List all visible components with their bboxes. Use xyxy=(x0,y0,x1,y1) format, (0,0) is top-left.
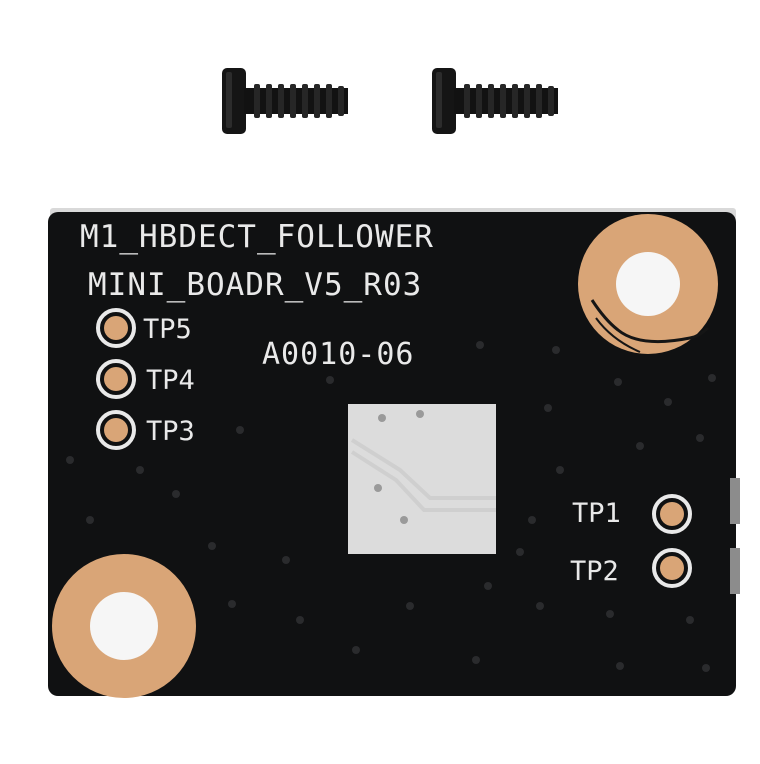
tp3-label: TP3 xyxy=(146,416,195,447)
test-pad-tp3-icon xyxy=(96,410,136,450)
test-pad-tp5-icon xyxy=(96,308,136,348)
tp5-label: TP5 xyxy=(143,314,192,345)
test-pad-tp4-icon xyxy=(96,359,136,399)
screw-right-icon xyxy=(432,68,558,134)
tp2-label: TP2 xyxy=(570,556,619,587)
test-pad-tp1-icon xyxy=(652,494,692,534)
mounting-hole-bottom-left-icon xyxy=(52,554,196,698)
test-pad-tp2-icon xyxy=(652,548,692,588)
silkscreen-board-name: M1_HBDECT_FOLLOWER xyxy=(80,219,434,255)
mounting-hole-top-right-icon xyxy=(578,214,718,354)
silkscreen-board-version: MINI_BOADR_V5_R03 xyxy=(88,267,423,303)
tp1-label: TP1 xyxy=(572,498,621,529)
via-holes xyxy=(66,341,716,672)
silkscreen-part-number: A0010-06 xyxy=(262,337,415,372)
screw-left-icon xyxy=(222,68,348,134)
tp4-label: TP4 xyxy=(146,365,195,396)
exposed-pad-icon xyxy=(348,404,496,554)
